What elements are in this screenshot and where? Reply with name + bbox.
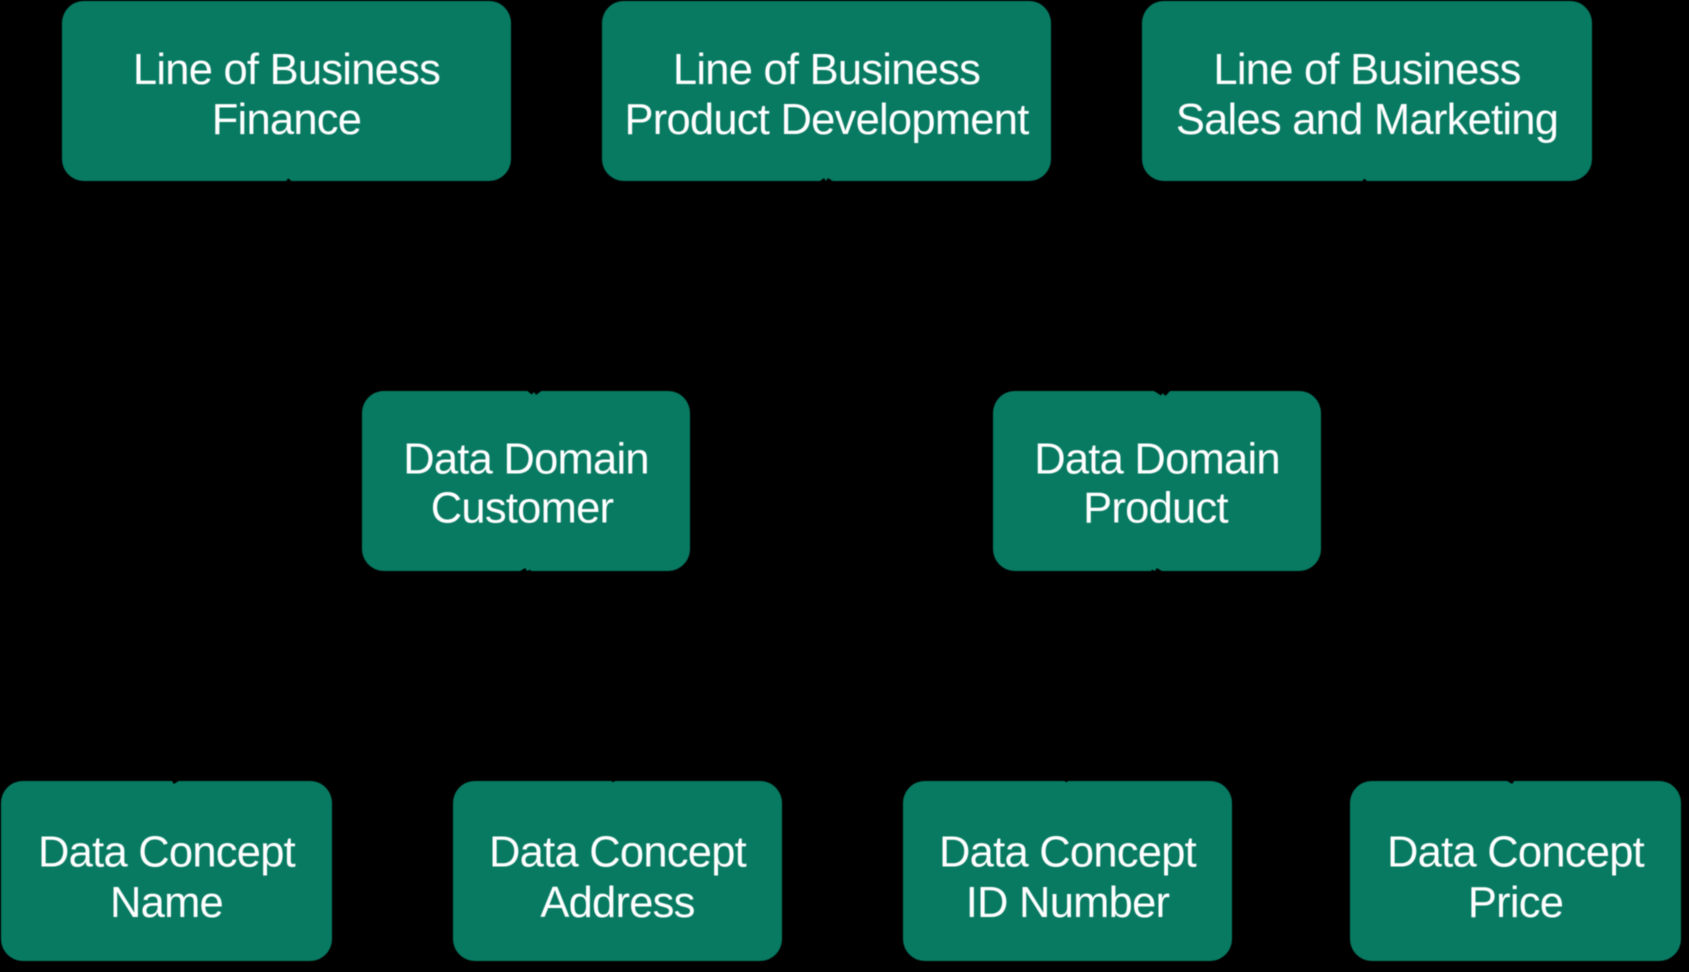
svg-text:Price: Price [1468, 879, 1563, 927]
svg-text:Product Development: Product Development [624, 96, 1029, 144]
svg-text:Product: Product [1083, 485, 1228, 533]
svg-text:Address: Address [540, 879, 694, 927]
svg-text:Name: Name [110, 879, 223, 927]
svg-text:Line of Business: Line of Business [133, 46, 440, 94]
svg-text:Data Concept: Data Concept [1387, 829, 1645, 877]
svg-text:Data Domain: Data Domain [403, 436, 649, 484]
svg-text:Data Domain: Data Domain [1034, 436, 1280, 484]
svg-text:ID Number: ID Number [966, 879, 1170, 927]
svg-text:Line of Business: Line of Business [673, 46, 980, 94]
svg-text:Customer: Customer [431, 485, 614, 533]
svg-text:Sales and Marketing: Sales and Marketing [1176, 96, 1558, 144]
svg-text:Finance: Finance [212, 96, 362, 144]
svg-text:Data Concept: Data Concept [489, 829, 747, 877]
svg-text:Line of Business: Line of Business [1213, 46, 1520, 94]
svg-text:Data Concept: Data Concept [38, 829, 296, 877]
svg-text:Data Concept: Data Concept [939, 829, 1197, 877]
